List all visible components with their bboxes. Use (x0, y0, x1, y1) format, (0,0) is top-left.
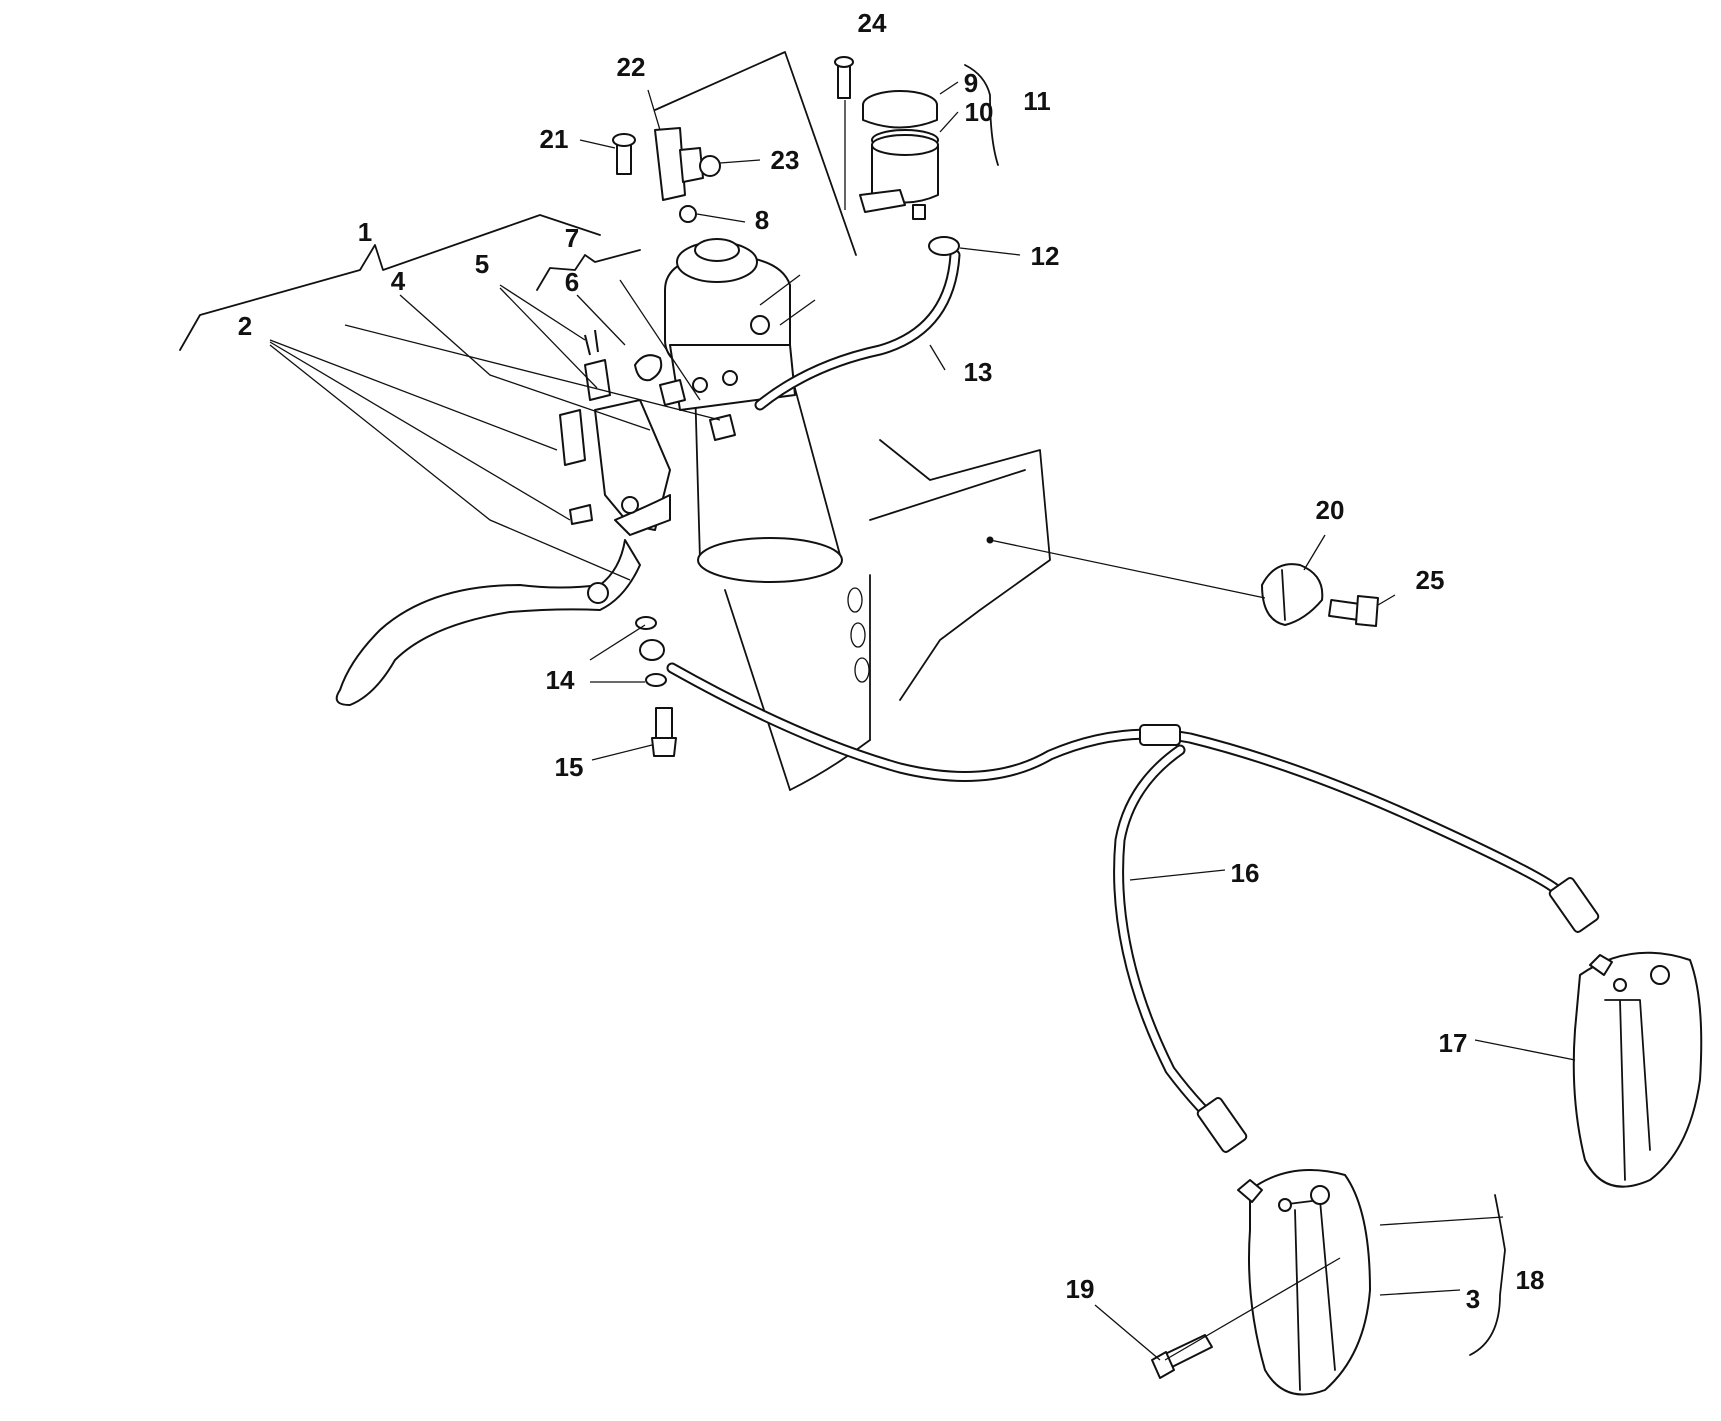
master-cylinder (664, 238, 796, 411)
caliper-right (1572, 951, 1703, 1188)
callout-21: 21 (540, 124, 569, 154)
callout-8: 8 (755, 205, 769, 235)
callout-24: 24 (858, 8, 887, 38)
hose-clamp (1261, 563, 1379, 627)
callout-20: 20 (1316, 495, 1345, 525)
callout-6: 6 (565, 267, 579, 297)
caliper-bolt (1151, 1334, 1213, 1379)
fluid-reservoir (859, 90, 939, 220)
lever-hardware (584, 329, 736, 441)
callout-18: 18 (1516, 1265, 1545, 1295)
leader-lines (269, 81, 1576, 1361)
callout-19: 19 (1066, 1274, 1095, 1304)
callout-14: 14 (546, 665, 575, 695)
callout-16: 16 (1231, 858, 1260, 888)
callout-7: 7 (565, 223, 579, 253)
reservoir-hose (754, 236, 961, 411)
callout-10: 10 (965, 97, 994, 127)
callout-5: 5 (475, 249, 489, 279)
callouts: 1 2 3 4 5 6 7 8 9 10 11 12 13 14 15 16 1… (238, 8, 1545, 1314)
callout-11: 11 (1023, 86, 1051, 116)
callout-23: 23 (771, 145, 800, 175)
callout-4: 4 (391, 266, 406, 296)
callout-3: 3 (1466, 1284, 1480, 1314)
bracket-lines (179, 51, 1506, 1356)
callout-2: 2 (238, 311, 252, 341)
callout-15: 15 (555, 752, 584, 782)
callout-12: 12 (1031, 241, 1060, 271)
callout-1: 1 (358, 217, 372, 247)
brake-lever (335, 399, 671, 706)
callout-17: 17 (1439, 1028, 1468, 1058)
brake-lines (666, 662, 1600, 1153)
banjo-fittings (635, 616, 677, 757)
callout-25: 25 (1416, 565, 1445, 595)
caliper-bottom (1237, 1169, 1371, 1396)
bracket (612, 56, 854, 223)
callout-13: 13 (964, 357, 993, 387)
callout-22: 22 (617, 52, 646, 82)
fork-leg (694, 369, 1051, 791)
callout-9: 9 (964, 68, 978, 98)
